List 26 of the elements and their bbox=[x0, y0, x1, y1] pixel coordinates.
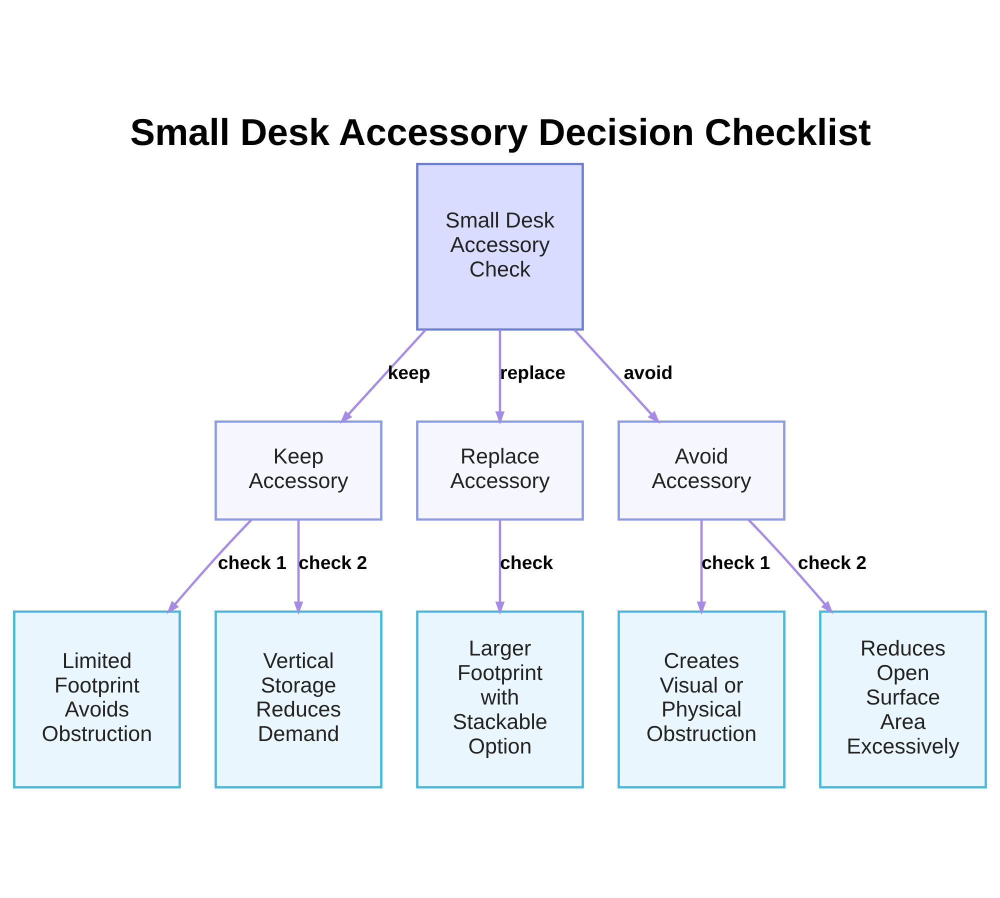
edge-label: check bbox=[500, 552, 554, 574]
edge-label: check 1 bbox=[218, 552, 287, 574]
arrow bbox=[495, 330, 505, 425]
arrow bbox=[495, 520, 505, 615]
node-box: Larger Footprint with Stackable Option bbox=[416, 610, 584, 788]
arrow bbox=[574, 329, 660, 424]
edge-label: avoid bbox=[624, 362, 673, 384]
arrow bbox=[696, 520, 706, 615]
node-box: Creates Visual or Physical Obstruction bbox=[618, 610, 786, 788]
node-box: Keep Accessory bbox=[214, 420, 382, 521]
node-box: Reduces Open Surface Area Excessively bbox=[819, 610, 987, 788]
node-box: Avoid Accessory bbox=[618, 420, 786, 521]
diagram-title: Small Desk Accessory Decision Checklist bbox=[130, 111, 871, 154]
arrow bbox=[748, 518, 834, 614]
arrow bbox=[340, 329, 426, 424]
edge-label: check 2 bbox=[298, 552, 368, 574]
node-box: Small Desk Accessory Check bbox=[416, 162, 584, 331]
node-box: Replace Accessory bbox=[416, 420, 584, 521]
edge-label: replace bbox=[500, 362, 566, 384]
edge-label: check 1 bbox=[702, 552, 770, 574]
arrow bbox=[166, 518, 252, 614]
edge-label: keep bbox=[388, 362, 430, 384]
arrow bbox=[294, 520, 304, 615]
node-box: Vertical Storage Reduces Demand bbox=[214, 610, 382, 788]
node-box: Limited Footprint Avoids Obstruction bbox=[13, 610, 181, 788]
edge-label: check 2 bbox=[798, 552, 867, 574]
